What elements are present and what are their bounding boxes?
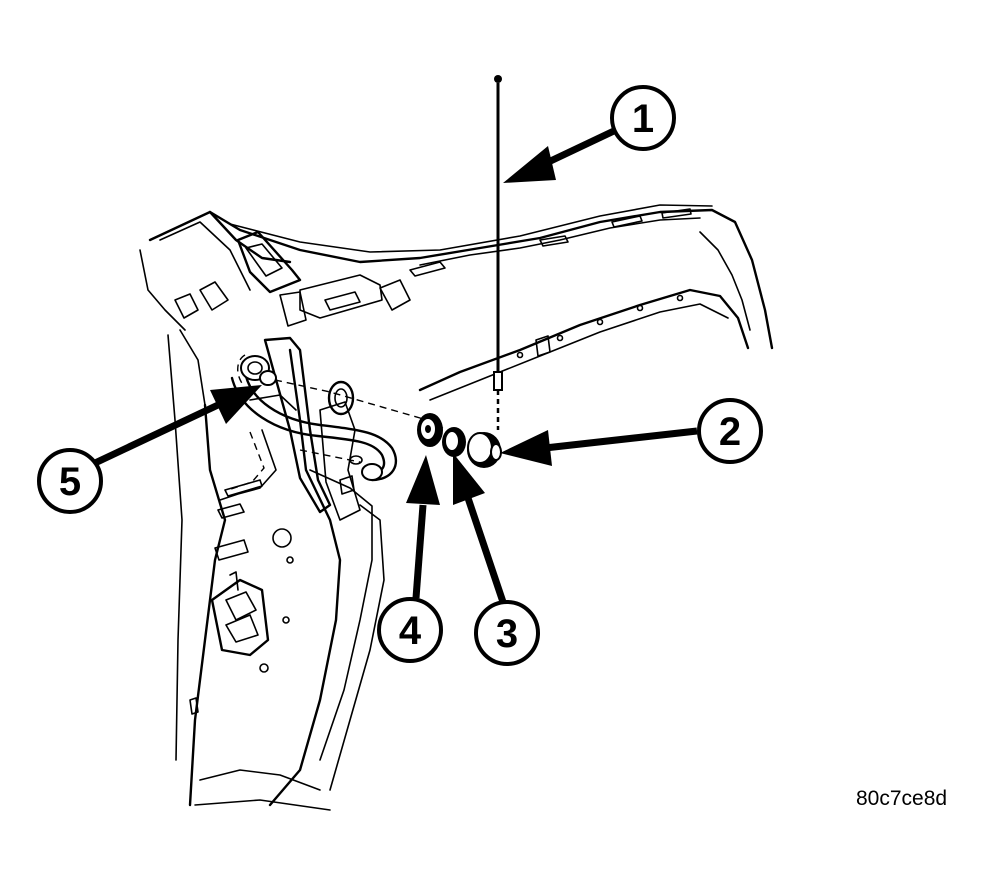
callout-3-label: 3 [496,612,518,656]
antenna-adapter [442,427,466,457]
antenna-mast [493,75,503,430]
figure-id: 80c7ce8d [856,787,948,810]
callout-1-label: 1 [632,97,654,141]
assembly-axis-line [274,379,501,463]
antenna-cable [219,370,398,501]
antenna-gasket [417,413,443,447]
callout-3: 3 [474,600,540,666]
callout-5-label: 5 [59,460,81,504]
callout-1: 1 [610,85,676,151]
callout-4: 4 [377,597,443,663]
cable-connector [237,354,277,387]
callout-4-label: 4 [399,609,422,653]
antenna-cap-nut [467,432,502,468]
callout-2-label: 2 [719,410,741,454]
vehicle-body-panel [139,204,774,811]
callout-leaders [93,126,698,604]
callout-2: 2 [697,398,763,464]
callout-5: 5 [37,448,103,514]
